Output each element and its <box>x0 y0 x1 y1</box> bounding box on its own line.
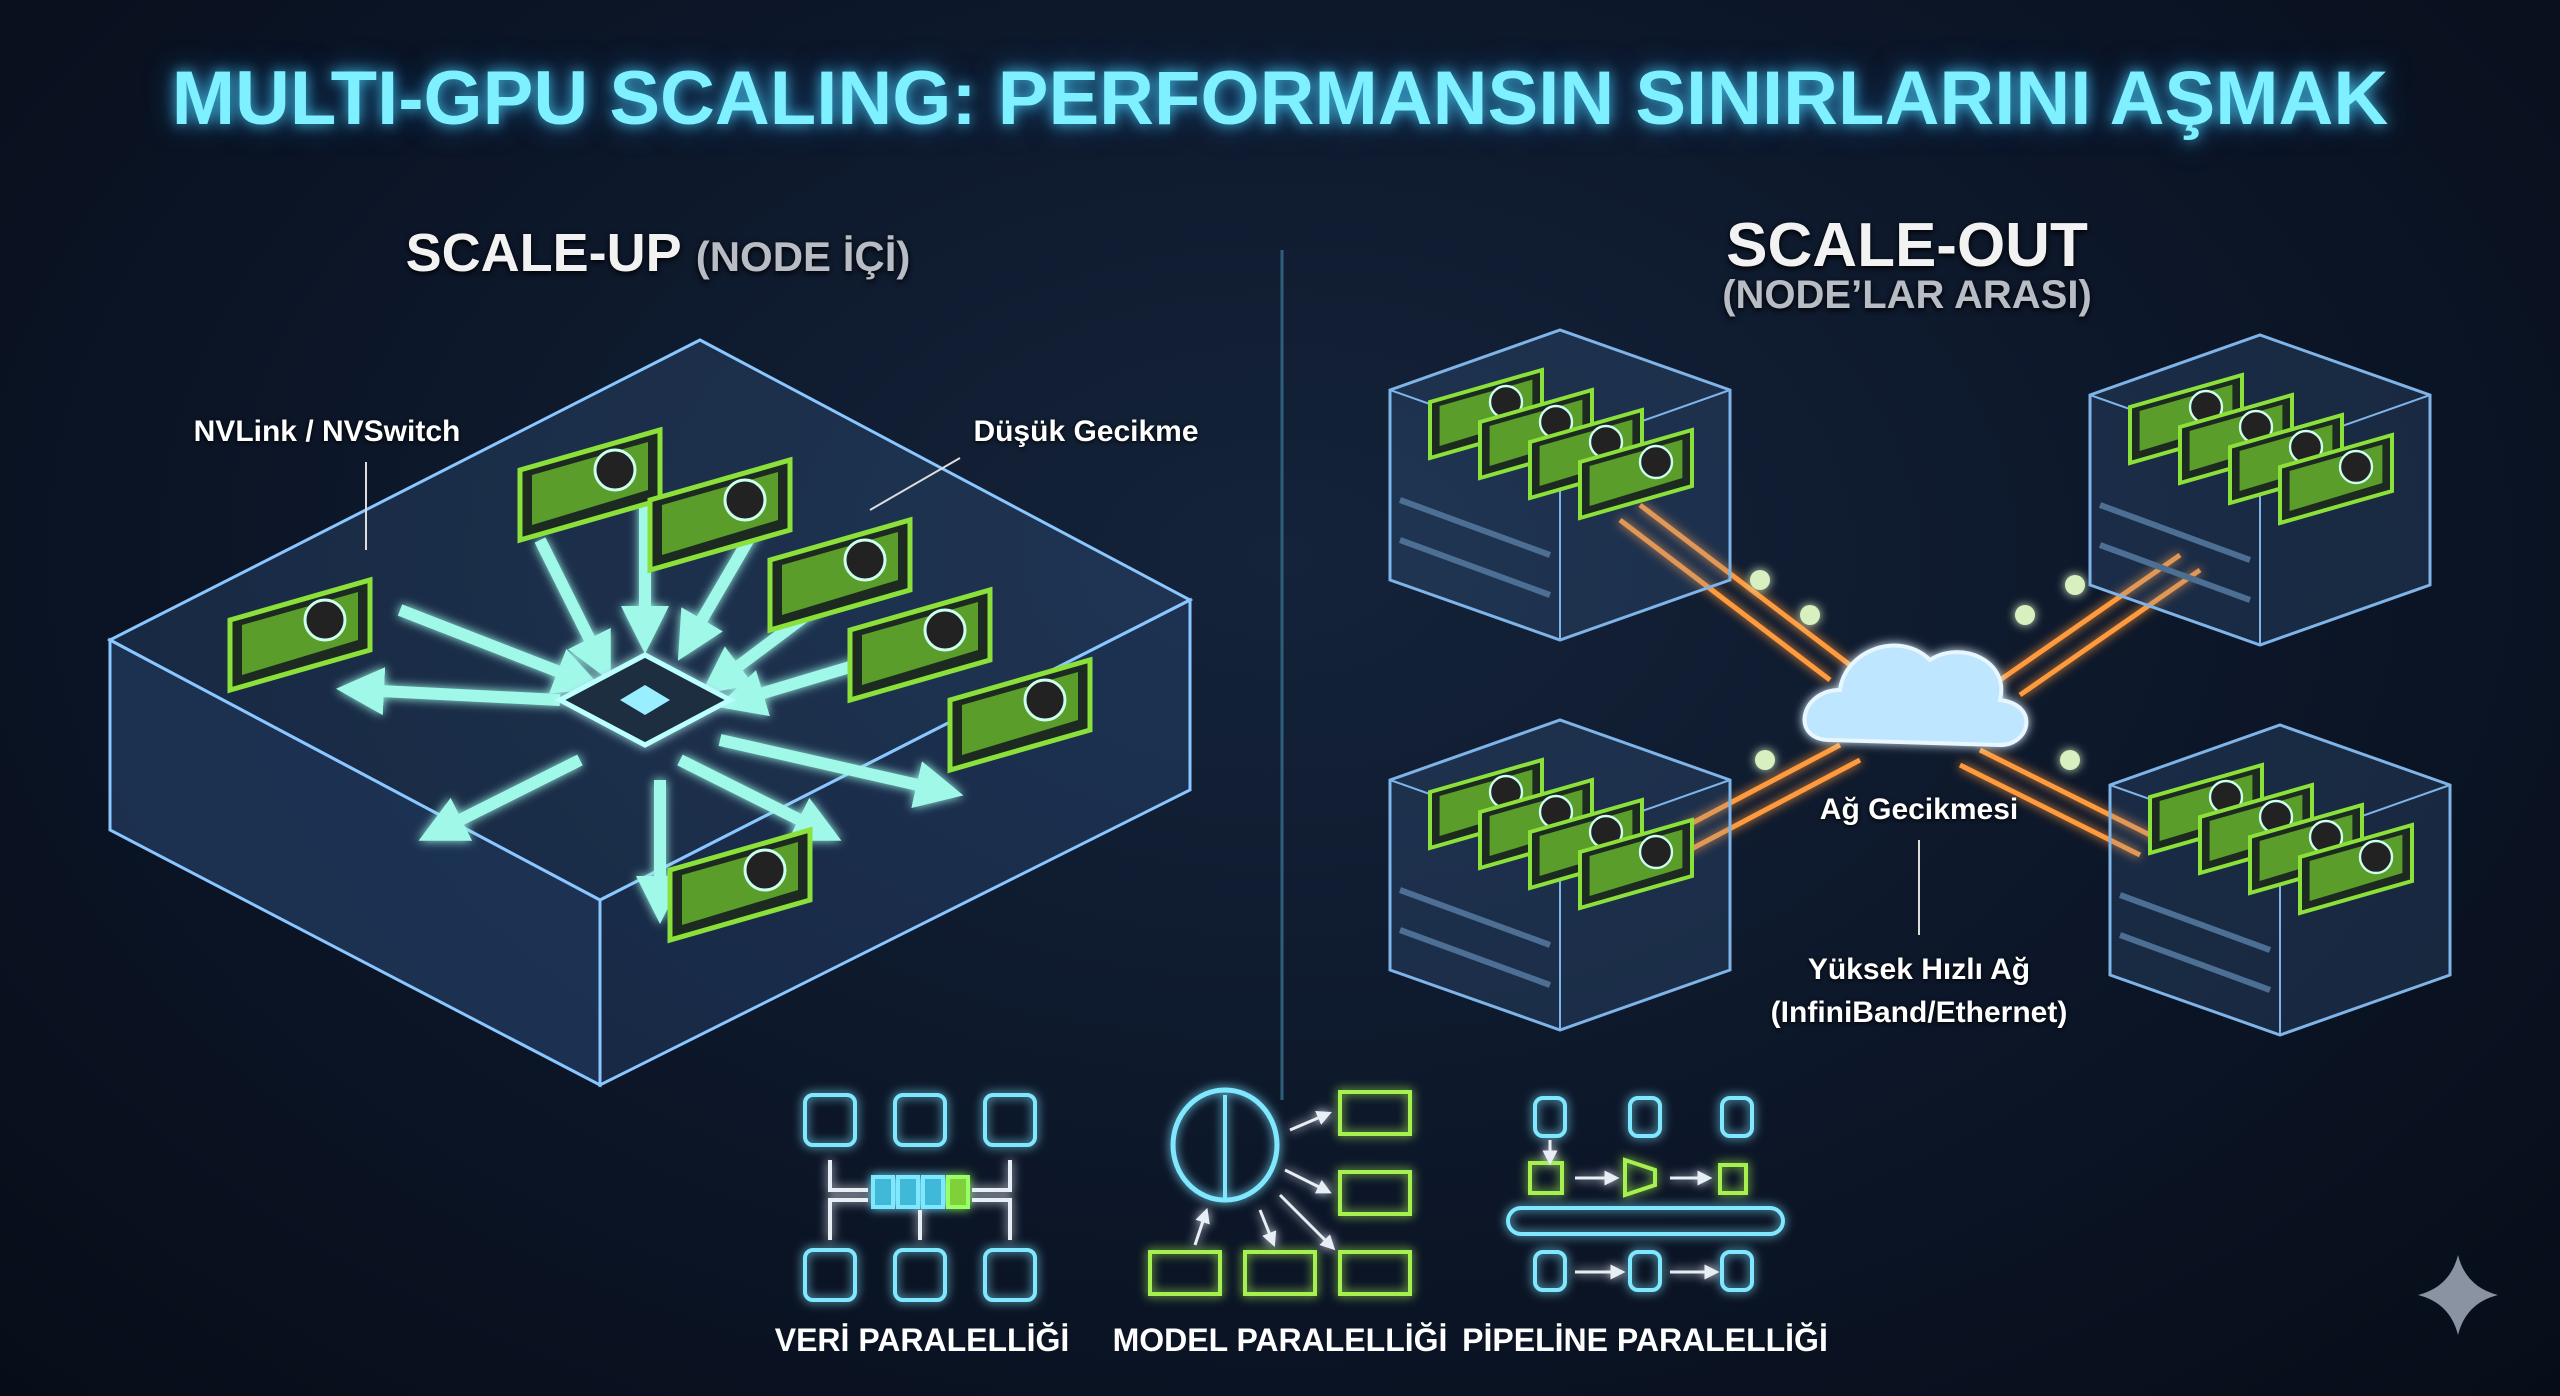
cloud-icon <box>1802 643 2029 748</box>
scale-out-heading: SCALE-OUT (NODE’LAR ARASI) <box>1607 210 2207 318</box>
network-types-label: (InfiniBand/Ethernet) <box>1770 996 2068 1029</box>
data-parallelism-label: VERİ PARALELLİĞİ <box>774 1322 1070 1358</box>
title-text: MULTI-GPU SCALING: PERFORMANSIN SINIRLAR… <box>171 56 2389 141</box>
nvlink-label: NVLink / NVSwitch <box>193 415 461 448</box>
nvswitch-chip <box>554 652 736 748</box>
model-parallel-icon <box>1148 1087 1412 1296</box>
page-title: MULTI-GPU SCALING: PERFORMANSIN SINIRLAR… <box>0 55 2560 142</box>
sparkle-icon <box>2418 1255 2498 1335</box>
scale-out-subtitle: (NODE’LAR ARASI) <box>1722 273 2092 317</box>
pipeline-parallel-icon <box>1506 1096 1785 1292</box>
scale-up-heading: SCALE-UP (NODE İÇİ) <box>358 222 958 284</box>
scale-up-title: SCALE-UP <box>405 223 681 283</box>
low-latency-label: Düşük Gecikme <box>973 415 1199 448</box>
scale-up-subtitle: (NODE İÇİ) <box>695 233 911 280</box>
pipeline-parallelism-label: PİPELİNE PARALELLİĞİ <box>1462 1322 1828 1358</box>
model-parallelism-label: MODEL PARALELLİĞİ <box>1112 1322 1448 1358</box>
data-parallel-icon <box>803 1093 1037 1302</box>
scale-out-title: SCALE-OUT <box>1726 211 2088 280</box>
data-packets <box>1750 570 2085 770</box>
high-speed-network-label: Yüksek Hızlı Ağ <box>1807 953 2031 986</box>
network-latency-label: Ağ Gecikmesi <box>1819 793 2019 826</box>
